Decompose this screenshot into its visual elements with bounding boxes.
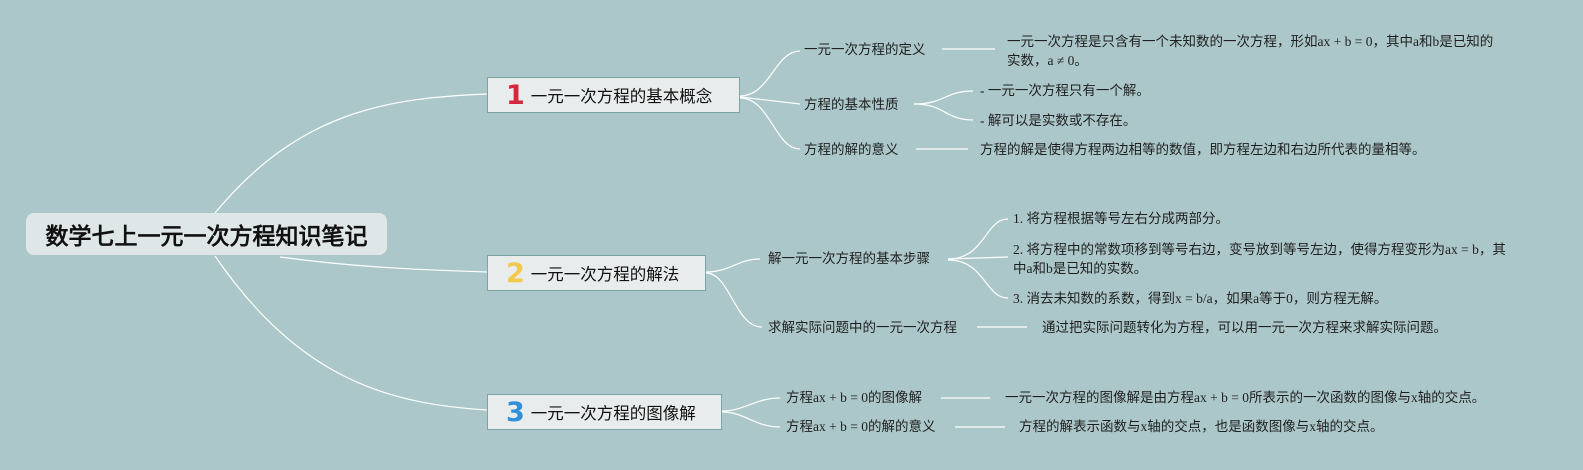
link-c2-detail1 <box>913 90 974 105</box>
link-b3-c2 <box>721 411 781 428</box>
link-b3-c1 <box>721 397 781 412</box>
detail-graph-solution: 一元一次方程的图像解是由方程ax + b = 0所表示的一次函数的图像与x轴的交… <box>1005 390 1486 405</box>
branch-2-topic[interactable]: 2 一元一次方程的解法 <box>487 255 706 291</box>
branch-2-title: 一元一次方程的解法 <box>530 265 680 284</box>
link-root-branch-2 <box>279 256 488 273</box>
branch-2-number: 2 <box>506 257 525 289</box>
branch-3-topic[interactable]: 3 一元一次方程的图像解 <box>487 394 722 430</box>
link-b1-c2 <box>739 96 801 105</box>
detail-step-3: 3. 消去未知数的系数，得到x = b/a，如果a等于0，则方程无解。 <box>1013 291 1388 306</box>
branch-1-topic[interactable]: 1 一元一次方程的基本概念 <box>487 77 740 113</box>
link-c2-detail2 <box>913 103 974 121</box>
branch-1-number: 1 <box>506 79 525 111</box>
subtopic-basic-steps[interactable]: 解一元一次方程的基本步骤 <box>768 251 930 266</box>
branch-1-title: 一元一次方程的基本概念 <box>530 87 713 106</box>
subtopic-properties[interactable]: 方程的基本性质 <box>804 97 899 112</box>
detail-graph-meaning: 方程的解表示函数与x轴的交点，也是函数图像与x轴的交点。 <box>1019 419 1384 434</box>
link-root-branch-3 <box>214 255 488 411</box>
subtopic-graph-solution[interactable]: 方程ax + b = 0的图像解 <box>786 390 922 405</box>
subtopic-solution-meaning[interactable]: 方程的解的意义 <box>804 142 899 157</box>
subtopic-graph-meaning[interactable]: 方程ax + b = 0的解的意义 <box>786 419 936 434</box>
link-b1-c3 <box>739 97 801 150</box>
detail-property-1: - 一元一次方程只有一个解。 <box>980 83 1150 98</box>
detail-solution-meaning: 方程的解是使得方程两边相等的数值，即方程左边和右边所代表的量相等。 <box>980 142 1426 157</box>
branch-3-number: 3 <box>506 396 525 428</box>
link-b2-c2 <box>705 272 763 328</box>
detail-definition: 一元一次方程是只含有一个未知数的一次方程，形如ax + b = 0，其中a和b是… <box>1007 34 1494 68</box>
link-b2c1-d2 <box>947 256 1009 260</box>
detail-real-problems: 通过把实际问题转化为方程，可以用一元一次方程来求解实际问题。 <box>1042 320 1447 335</box>
link-b1-c1 <box>739 50 801 97</box>
link-b2c1-d3 <box>947 259 1009 299</box>
detail-step-1: 1. 将方程根据等号左右分成两部分。 <box>1013 211 1229 226</box>
link-b2c1-d1 <box>947 218 1009 260</box>
link-root-branch-1 <box>214 93 488 214</box>
link-b2-c1 <box>705 258 761 273</box>
branch-3-title: 一元一次方程的图像解 <box>530 404 696 423</box>
subtopic-real-problems[interactable]: 求解实际问题中的一元一次方程 <box>768 320 957 335</box>
subtopic-definition[interactable]: 一元一次方程的定义 <box>804 42 926 57</box>
detail-step-2: 2. 将方程中的常数项移到等号右边，变号放到等号左边，使得方程变形为ax = b… <box>1013 242 1506 276</box>
root-topic[interactable]: 数学七上一元一次方程知识笔记 <box>26 213 387 255</box>
detail-property-2: - 解可以是实数或不存在。 <box>980 113 1137 128</box>
